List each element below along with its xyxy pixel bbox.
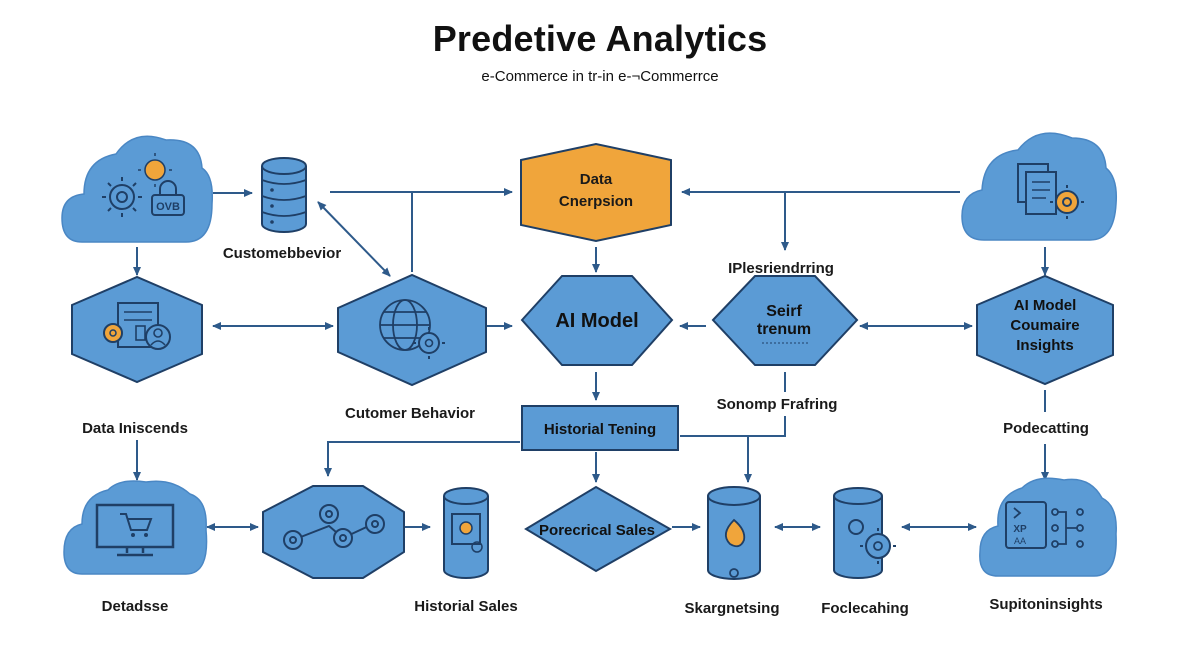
ai-model-label: AI Model [555,310,638,332]
arrow-tening-to-nodes [324,441,520,477]
cloud-shape [63,480,208,575]
label-cutomer-behavior: Cutomer Behavior [344,405,476,422]
ai-model-insights-node: AI Model Coumaire Insights [976,274,1114,386]
arrow-database-globe [317,201,391,277]
panel-text-bottom: AA [1014,536,1026,546]
insights-line1: AI Model [1014,297,1077,314]
self-trenum-line2: trenum [757,321,811,338]
label-historial-sales: Historial Sales [414,598,518,615]
data-conversion-line1: Data [580,171,613,188]
gear-icon [848,519,896,564]
porecrical-sales-label: Porecrical Sales [539,522,655,539]
label-data-iniscends: Data Iniscends [82,420,188,437]
gear-icon [459,521,473,535]
insights-line2: Coumaire [1010,317,1079,334]
porecrical-sales-node: Porecrical Sales [524,485,673,573]
cloud-shape [979,477,1117,577]
connectors [133,188,1049,531]
image-icon [451,513,481,545]
label-podecatting: Podecatting [1003,420,1089,437]
globe-node [337,273,487,387]
self-trenum-line1: Seirf [766,303,802,320]
cloud-gears-lock: OVB [61,135,214,243]
hex-profile-node [71,275,203,384]
label-customerbehavior-top: Customebbevior [222,245,342,262]
insights-panel-cloud: XP AA [979,477,1117,577]
data-conversion-line2: Cnerpsion [559,193,633,210]
gear-icon [103,323,123,343]
label-foclecahing: Foclecahing [821,600,909,617]
globe-icon [379,299,431,351]
gear-icon [102,177,142,217]
ai-model-node: AI Model [520,275,674,366]
data-conversion-node: Data Cnerpsion [520,142,672,243]
page-title: Predetive Analytics [432,18,768,59]
gear-icon [413,327,445,359]
historial-tening-label: Historial Tening [544,421,656,438]
label-plesriendrring: IPlesriendrring [728,260,834,277]
gear-icon [1050,185,1084,219]
shopping-cart-monitor-icon [95,503,175,557]
sun-gear-icon [138,153,172,187]
foclecahing-cylinder [833,487,896,579]
network-node [262,485,405,579]
flowchart-panel-icon: XP AA [1005,501,1084,549]
flame-icon [724,518,746,548]
cloud-shape [61,135,214,243]
monitor-cloud [63,480,208,575]
historial-tening-node: Historial Tening [521,405,679,451]
panel-text-top: XP [1013,524,1027,535]
process-gears-icon [283,504,385,550]
database-icon [261,157,307,233]
label-supitoninsights: Supitoninsights [989,596,1103,613]
skargnetsing-cylinder [707,486,761,580]
label-detadsse: Detadsse [101,598,169,615]
lock-badge-text: OVB [156,201,180,213]
cloud-documents [961,132,1118,241]
label-sonomp-frafring: Sonomp Frafring [716,396,838,413]
line-self-to-tening [680,416,786,437]
page-subtitle: e-Commerce in tr-in e-¬Commerrce [481,68,719,85]
insights-line3: Insights [1016,337,1074,354]
lock-icon: OVB [151,180,185,216]
documents-icon [1017,163,1057,215]
historial-sales-cylinder [443,487,489,579]
self-trenum-node: Seirf trenum [711,275,859,366]
label-skargnetsing: Skargnetsing [684,600,780,617]
